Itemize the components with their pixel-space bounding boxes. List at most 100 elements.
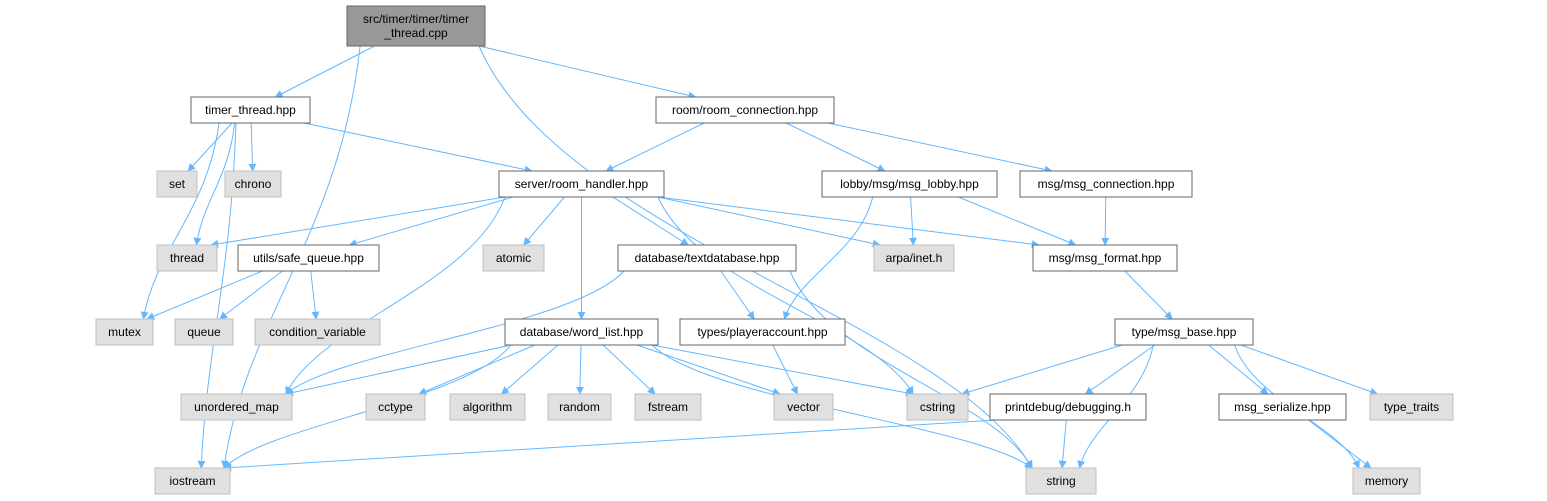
- node-box: [773, 393, 834, 421]
- node-string: string: [1025, 467, 1097, 495]
- node-box: [1114, 318, 1254, 346]
- node-box: [156, 170, 198, 198]
- node-label: type_traits: [1384, 400, 1439, 414]
- dependency-edge: [223, 419, 997, 472]
- node-timer-thread[interactable]: timer_thread.hpp: [190, 96, 311, 124]
- node-label: type/msg_base.hpp: [1132, 325, 1237, 339]
- node-label: src/timer/timer/timer: [363, 12, 469, 26]
- node-playeraccount[interactable]: types/playeraccount.hpp: [679, 318, 846, 346]
- edge-word_list-to-vector: [636, 344, 781, 396]
- node-label: fstream: [648, 400, 688, 414]
- dependency-edge: [348, 196, 514, 247]
- node-label: thread: [170, 251, 204, 265]
- node-label: string: [1046, 474, 1075, 488]
- edge-safe_queue-to-mutex: [146, 270, 263, 320]
- edge-root-to-room_connection: [478, 45, 697, 100]
- node-root[interactable]: src/timer/timer/timer_thread.cpp: [346, 5, 486, 47]
- edge-room_handler-to-cstring: [657, 196, 914, 395]
- node-cctype: cctype: [365, 393, 426, 421]
- edge-msg_connection-to-msg_format: [1101, 196, 1110, 246]
- node-box: [906, 393, 969, 421]
- edge-timer_thread-to-set: [187, 122, 233, 172]
- node-label: atomic: [496, 251, 531, 265]
- node-label: database/textdatabase.hpp: [635, 251, 780, 265]
- node-vector: vector: [773, 393, 834, 421]
- dependency-edge: [782, 196, 874, 320]
- node-box: [821, 170, 998, 198]
- node-cstring: cstring: [906, 393, 969, 421]
- node-textdatabase[interactable]: database/textdatabase.hpp: [617, 244, 797, 272]
- node-box: [180, 393, 293, 421]
- node-msg-format[interactable]: msg/msg_format.hpp: [1032, 244, 1178, 272]
- node-box: [237, 244, 380, 272]
- node-msg-lobby[interactable]: lobby/msg/msg_lobby.hpp: [821, 170, 998, 198]
- dependency-edge: [657, 196, 881, 248]
- node-label: server/room_handler.hpp: [515, 177, 649, 191]
- dependency-edge: [1208, 344, 1269, 395]
- edge-debugging-to-string: [1058, 419, 1067, 469]
- dependency-edge: [772, 344, 798, 395]
- node-box: [1369, 393, 1454, 421]
- dependency-edge: [274, 45, 375, 98]
- dependency-edge: [1084, 344, 1156, 395]
- node-box: [1025, 467, 1097, 495]
- node-label: chrono: [235, 177, 272, 191]
- edge-msg_serialize-to-memory: [1308, 419, 1372, 469]
- node-atomic: atomic: [482, 244, 545, 272]
- edge-word_list-to-cctype: [418, 344, 536, 395]
- node-label: database/word_list.hpp: [520, 325, 644, 339]
- dependency-edge: [285, 196, 506, 395]
- edge-word_list-to-random: [575, 344, 584, 395]
- edge-timer_thread-to-thread: [193, 122, 236, 246]
- edge-msg_lobby-to-arpa_inet: [908, 196, 917, 246]
- edge-msg_format-to-msg_base: [1124, 270, 1173, 320]
- edge-word_list-to-algorithm: [500, 344, 559, 395]
- node-box: [617, 244, 797, 272]
- node-msg-connection[interactable]: msg/msg_connection.hpp: [1019, 170, 1193, 198]
- node-label: lobby/msg/msg_lobby.hpp: [840, 177, 979, 191]
- node-msg-base[interactable]: type/msg_base.hpp: [1114, 318, 1254, 346]
- dependency-edge: [651, 344, 914, 397]
- edge-msg_lobby-to-msg_format: [958, 196, 1077, 246]
- dependency-edge: [285, 270, 625, 395]
- node-box: [156, 244, 218, 272]
- node-room-connection[interactable]: room/room_connection.hpp: [655, 96, 835, 124]
- dependency-edge: [602, 344, 656, 395]
- node-box: [655, 96, 835, 124]
- node-box: [873, 244, 955, 272]
- edge-debugging-to-iostream: [223, 419, 997, 472]
- node-box: [504, 318, 659, 346]
- dependency-edge: [146, 270, 263, 320]
- edge-msg_base-to-msg_serialize: [1208, 344, 1269, 395]
- node-chrono: chrono: [224, 170, 282, 198]
- node-algorithm: algorithm: [449, 393, 526, 421]
- node-box: [95, 318, 154, 346]
- dependency-edge: [651, 344, 1033, 469]
- node-set: set: [156, 170, 198, 198]
- edge-root-to-string: [478, 45, 1033, 469]
- edge-layer: [140, 45, 1379, 472]
- dependency-edge: [785, 122, 886, 172]
- node-label: algorithm: [463, 400, 512, 414]
- edge-textdatabase-to-string: [789, 270, 1033, 469]
- node-queue: queue: [174, 318, 234, 346]
- node-box: [224, 170, 282, 198]
- node-room-handler[interactable]: server/room_handler.hpp: [498, 170, 665, 198]
- edge-msg_base-to-cstring: [961, 344, 1123, 396]
- node-label: room/room_connection.hpp: [672, 103, 818, 117]
- node-safe-queue[interactable]: utils/safe_queue.hpp: [237, 244, 380, 272]
- node-msg-serialize[interactable]: msg_serialize.hpp: [1218, 393, 1347, 421]
- node-thread: thread: [156, 244, 218, 272]
- edge-textdatabase-to-playeraccount: [720, 270, 755, 320]
- edge-room_handler-to-atomic: [523, 196, 565, 246]
- dependency-edge: [1240, 344, 1379, 396]
- node-label: unordered_map: [194, 400, 279, 414]
- dependency-edge: [961, 344, 1123, 396]
- node-memory: memory: [1352, 467, 1421, 495]
- node-word-list[interactable]: database/word_list.hpp: [504, 318, 659, 346]
- node-random: random: [547, 393, 612, 421]
- node-debugging[interactable]: printdebug/debugging.h: [989, 393, 1147, 421]
- dependency-edge: [1308, 419, 1372, 469]
- node-label: printdebug/debugging.h: [1005, 400, 1131, 414]
- edge-safe_queue-to-condition_variable: [310, 270, 320, 320]
